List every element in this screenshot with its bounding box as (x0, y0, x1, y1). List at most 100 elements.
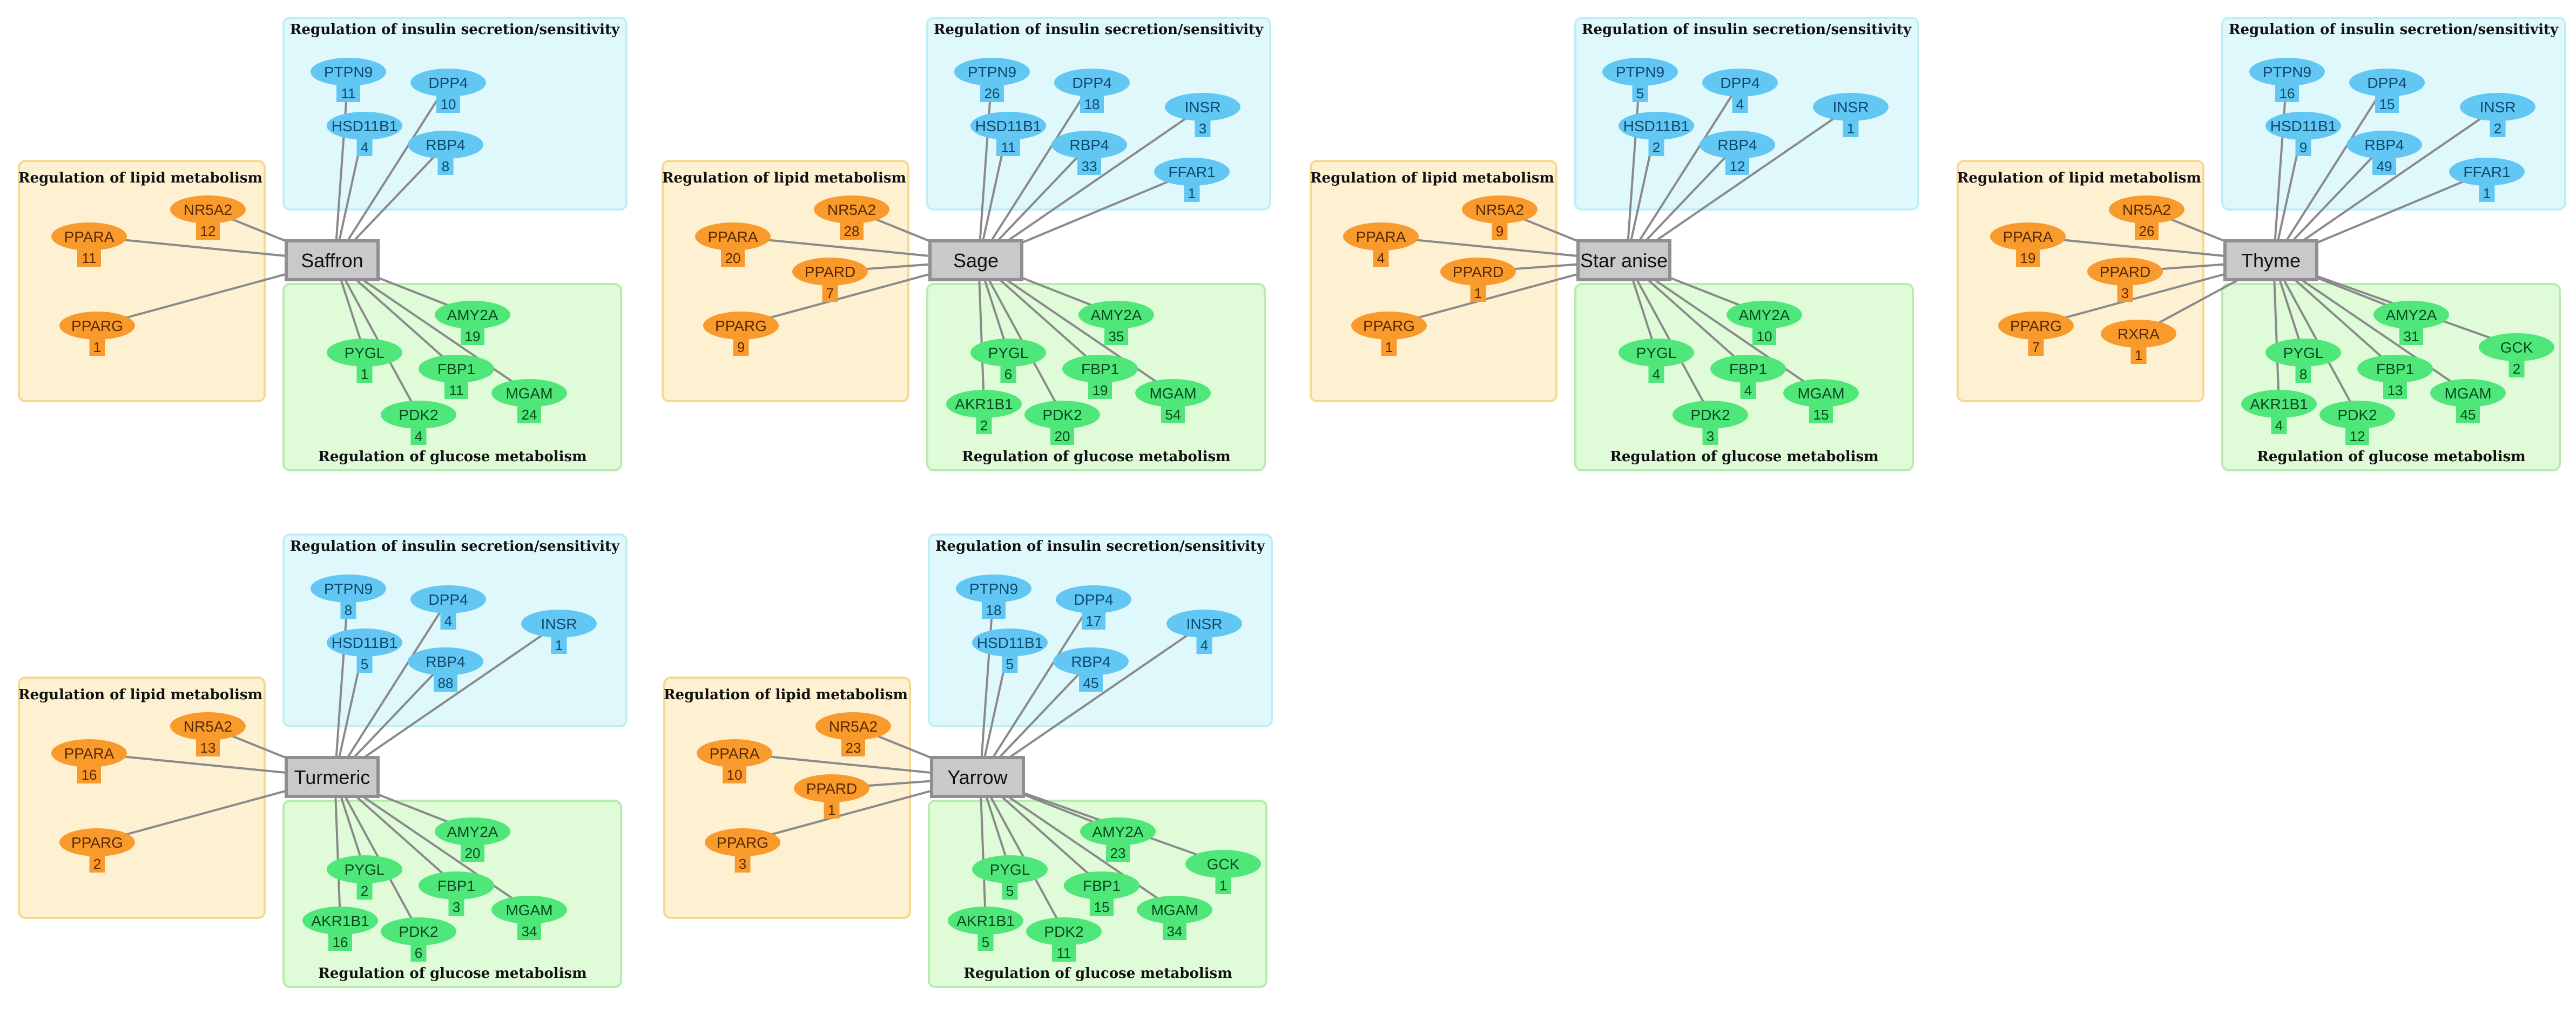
gene-label: AKR1B1 (956, 913, 1014, 929)
count-label: 26 (2139, 223, 2155, 239)
gene-node-ellipse (311, 58, 386, 86)
count-label: 3 (453, 899, 460, 915)
gene-node-ellipse (1137, 896, 1212, 924)
gene-node-ellipse (1062, 355, 1138, 383)
gene-node-ellipse (2265, 112, 2341, 140)
gene-node-ellipse (970, 339, 1046, 367)
count-label: 1 (1188, 185, 1196, 201)
edge-pdk2 (979, 777, 1065, 932)
edge-mgam (2272, 260, 2469, 394)
gene-label: PYGL (345, 861, 385, 878)
count-badge (2508, 359, 2525, 377)
count-label: 88 (438, 675, 454, 691)
insulin-group-title: Regulation of insulin secretion/sensitiv… (2229, 22, 2559, 38)
gene-node-ellipse (1154, 158, 1230, 186)
count-label: 2 (2513, 361, 2520, 377)
count-badge (824, 800, 840, 819)
count-badge (2271, 416, 2287, 434)
count-label: 19 (465, 328, 481, 344)
count-badge (551, 636, 567, 654)
count-badge (2383, 381, 2407, 399)
gene-node-ellipse (435, 817, 510, 846)
count-badge (2016, 248, 2040, 267)
lipid-group-title: Regulation of lipid metabolism (664, 687, 908, 703)
gene-node-ellipse (2357, 355, 2433, 383)
glucose-group-title: Regulation of glucose metabolism (318, 965, 586, 982)
gene-node-ellipse (2449, 158, 2525, 186)
gene-label: NR5A2 (827, 201, 876, 218)
count-badge (982, 600, 1006, 619)
gene-label: RBP4 (426, 653, 465, 670)
count-badge (440, 611, 456, 630)
gene-label: PYGL (345, 344, 385, 361)
count-badge (1000, 364, 1016, 383)
count-badge (461, 327, 484, 345)
count-label: 8 (2299, 366, 2307, 382)
gene-label: PPARG (715, 317, 767, 334)
gene-label: PYGL (990, 861, 1030, 878)
gene-node-ellipse (794, 774, 869, 802)
gene-label: NR5A2 (829, 718, 878, 735)
count-label: 5 (361, 656, 368, 672)
edge-pdk2 (334, 260, 420, 415)
count-label: 54 (1165, 407, 1181, 423)
edge-akr1b1 (334, 777, 341, 921)
gene-node-ellipse (1619, 339, 1694, 367)
count-label: 28 (844, 223, 860, 239)
gene-label: AMY2A (1739, 307, 1790, 323)
gene-node-ellipse (2346, 131, 2422, 159)
edge-dpp4 (1626, 82, 1741, 262)
count-label: 4 (361, 139, 368, 156)
gene-node-ellipse (697, 739, 772, 767)
herb-label: Sage (953, 249, 999, 272)
count-label: 4 (1201, 637, 1208, 653)
count-label: 12 (1730, 158, 1745, 174)
count-badge (733, 337, 749, 356)
gene-label: FBP1 (2376, 361, 2414, 377)
count-label: 2 (361, 883, 368, 899)
count-label: 1 (2135, 347, 2142, 363)
count-badge (77, 765, 101, 783)
herb-node-box (928, 239, 1023, 281)
gene-label: PDK2 (399, 923, 438, 940)
count-label: 10 (1757, 328, 1772, 344)
count-badge (1725, 157, 1749, 175)
gene-label: PPARA (1356, 228, 1406, 245)
count-label: 1 (1847, 120, 1855, 137)
gene-label: RBP4 (426, 137, 465, 153)
network-turmeric: Regulation of insulin secretion/sensitiv… (16, 532, 659, 1034)
count-label: 6 (415, 945, 422, 961)
gene-node-ellipse (1727, 301, 1802, 329)
count-label: 18 (1084, 96, 1100, 112)
gene-label: MGAM (1151, 902, 1198, 918)
gene-node-ellipse (2241, 390, 2317, 418)
edge-insr (2272, 106, 2499, 262)
count-badge (1809, 405, 1833, 423)
gene-node-ellipse (1813, 93, 1889, 121)
count-label: 20 (725, 250, 741, 266)
lipid-group-box (18, 677, 266, 919)
count-badge (980, 84, 1004, 102)
gene-node-ellipse (408, 647, 483, 675)
count-label: 4 (415, 428, 422, 444)
count-badge (1161, 405, 1185, 423)
count-badge (356, 364, 373, 383)
count-label: 34 (522, 923, 537, 940)
gene-node-ellipse (59, 828, 135, 856)
edge-pdk2 (1626, 260, 1711, 415)
